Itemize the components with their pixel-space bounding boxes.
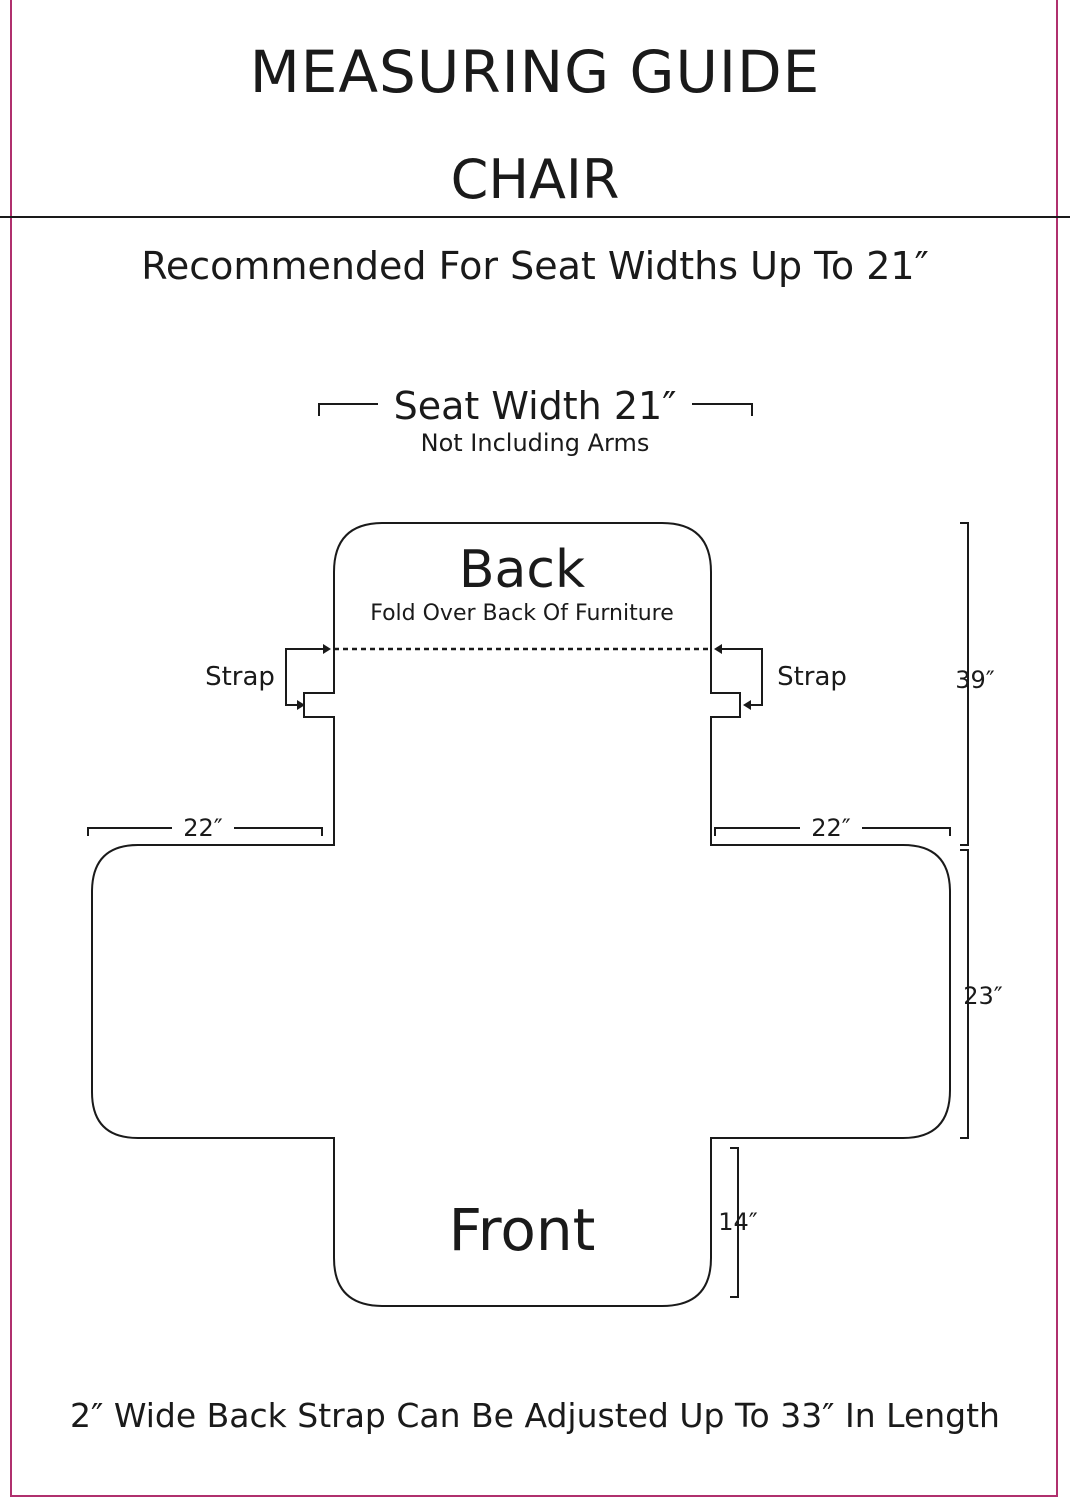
strap-right-arrowhead-bottom — [743, 700, 751, 710]
strap-left-label: Strap — [205, 662, 275, 692]
seat-width-label: Seat Width 21″ — [393, 384, 677, 428]
strap-right-arrow — [719, 648, 763, 706]
strap-right-arrowhead-top — [714, 644, 722, 654]
furniture-type-heading: CHAIR — [450, 148, 620, 211]
footer-note: 2″ Wide Back Strap Can Be Adjusted Up To… — [70, 1396, 1000, 1435]
strap-right-label: Strap — [777, 662, 847, 692]
dimension-seat-depth-line — [960, 849, 969, 1139]
page-frame — [10, 0, 1058, 1497]
strap-left-arrowhead-bottom — [297, 700, 305, 710]
guide-title: MEASURING GUIDE — [249, 38, 821, 106]
dimension-back-height: 39″ — [955, 666, 995, 694]
front-panel-label: Front — [448, 1196, 596, 1264]
dimension-right-arm: 22″ — [800, 814, 862, 842]
back-panel-instruction: Fold Over Back Of Furniture — [370, 601, 674, 626]
header-divider — [0, 216, 1070, 218]
strap-left-arrow — [285, 648, 326, 706]
seat-width-note: Not Including Arms — [420, 429, 650, 457]
dimension-front-drop: 14″ — [718, 1208, 758, 1236]
seat-width-bracket-left — [318, 403, 378, 416]
recommendation-text: Recommended For Seat Widths Up To 21″ — [141, 244, 929, 288]
strap-left-arrowhead-top — [323, 644, 331, 654]
cover-outline — [91, 522, 951, 1307]
dimension-back-height-line — [960, 522, 969, 846]
dimension-front-drop-line — [730, 1147, 739, 1298]
dimension-left-arm: 22″ — [172, 814, 234, 842]
seat-width-bracket-right — [692, 403, 753, 416]
back-panel-label: Back — [458, 540, 586, 600]
dimension-seat-depth: 23″ — [963, 982, 1003, 1010]
